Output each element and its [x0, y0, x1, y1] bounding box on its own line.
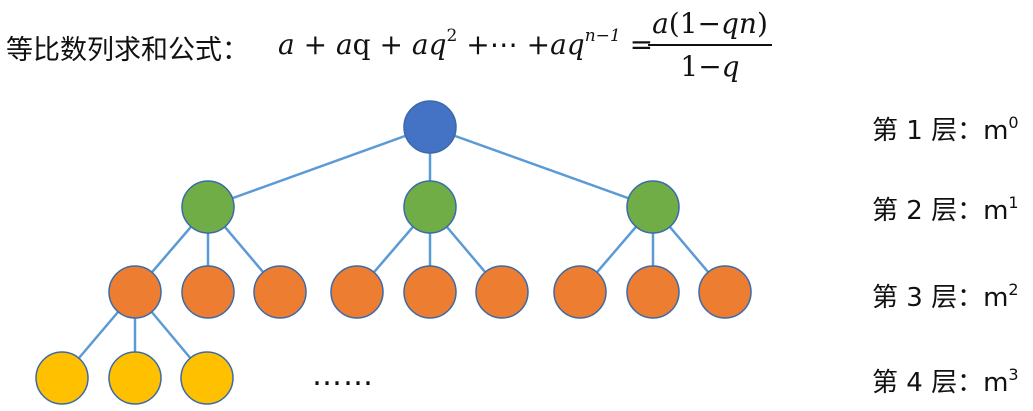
tree-node-level-2 — [403, 180, 457, 234]
fraction-denominator: 1−q — [680, 50, 740, 83]
fraction-numerator: a(1−qn) — [652, 7, 768, 40]
tree-node-level-1 — [403, 100, 457, 154]
geometric-series-formula: 等比数列求和公式： a + aq + aq2 +⋯ +aqn−1 = a(1−q… — [6, 6, 806, 84]
tree-node-level-2 — [181, 180, 235, 234]
formula-series: a + aq + aq2 +⋯ +aqn−1 = — [278, 26, 654, 62]
tree-node-level-2 — [626, 180, 680, 234]
tree-node-level-4 — [180, 351, 234, 405]
tree-edge — [429, 125, 654, 209]
formula-prefix: 等比数列求和公式： — [6, 35, 249, 66]
fraction-bar — [648, 44, 772, 46]
layer-label-1: 第 1 层：m0 — [872, 113, 1019, 147]
tree-node-level-3 — [553, 265, 607, 319]
tree-node-level-3 — [403, 265, 457, 319]
tree-node-level-3 — [626, 265, 680, 319]
more-nodes-ellipsis: …… — [312, 358, 374, 393]
tree-edge — [207, 125, 431, 209]
tree-node-level-4 — [108, 351, 162, 405]
layer-label-4: 第 4 层：m3 — [872, 365, 1019, 399]
tree-node-level-3 — [330, 265, 384, 319]
formula-fraction: a(1−qn) 1−q — [646, 6, 774, 84]
tree-node-level-3 — [698, 265, 752, 319]
tree-node-level-3 — [181, 265, 235, 319]
layer-label-2: 第 2 层：m1 — [872, 193, 1019, 227]
tree-edges — [61, 125, 726, 379]
tree-node-level-3 — [108, 265, 162, 319]
tree-node-level-3 — [253, 265, 307, 319]
layer-label-3: 第 3 层：m2 — [872, 280, 1019, 314]
tree-node-level-4 — [35, 351, 89, 405]
tree-nodes — [35, 100, 752, 405]
tree-node-level-3 — [475, 265, 529, 319]
